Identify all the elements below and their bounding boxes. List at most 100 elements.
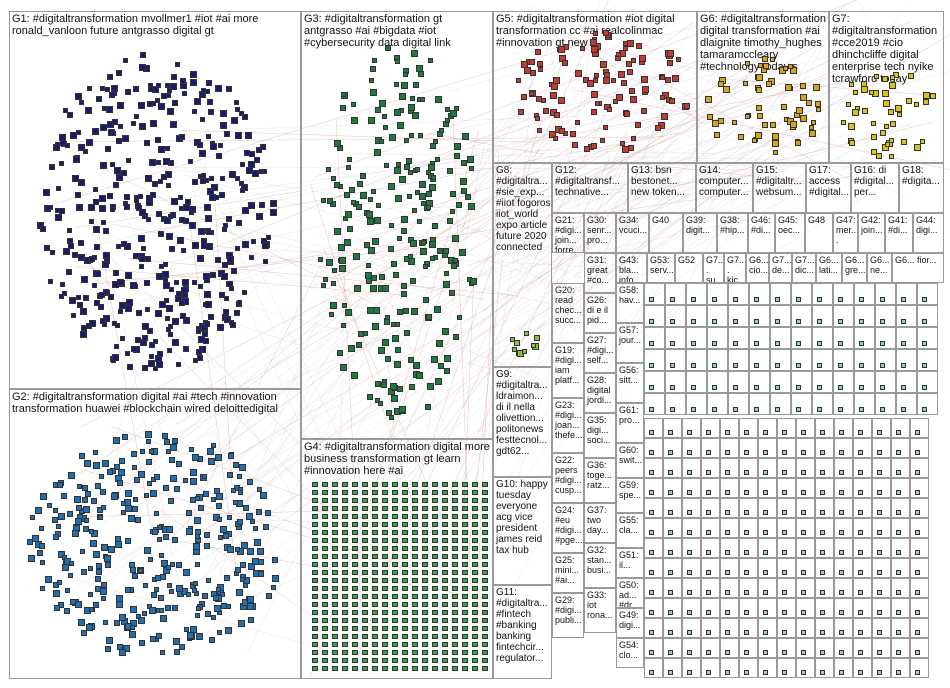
node — [169, 588, 175, 594]
node — [139, 208, 146, 216]
node — [763, 590, 768, 595]
mini-group-cell — [682, 418, 701, 438]
mini-group-cell — [834, 618, 853, 638]
node — [99, 588, 107, 596]
mini-group-cell — [834, 478, 853, 498]
node — [91, 498, 98, 505]
mini-group-cell — [663, 438, 682, 458]
group-label-g8: G8: #digitaltra... #sie_exp... #iiot fog… — [496, 165, 551, 253]
mini-group-cell — [796, 638, 815, 658]
node — [452, 594, 458, 599]
node — [919, 139, 925, 145]
node — [404, 330, 411, 337]
mini-group-cell — [791, 371, 812, 393]
node — [846, 101, 852, 107]
node — [877, 550, 882, 555]
group-label-g44: G44: digi... — [916, 215, 939, 235]
node — [357, 181, 364, 188]
node — [217, 143, 223, 149]
node — [382, 642, 388, 647]
node — [331, 175, 337, 181]
node — [342, 570, 348, 575]
node — [901, 319, 906, 324]
node — [70, 598, 77, 605]
node — [113, 463, 120, 470]
edge — [175, 44, 819, 425]
node — [113, 344, 119, 350]
node — [248, 201, 256, 209]
node — [838, 407, 843, 412]
edge — [101, 287, 375, 591]
node — [214, 454, 222, 462]
group-label-g26: G26: di e il pid... — [587, 295, 611, 325]
node — [178, 643, 185, 650]
node — [111, 131, 117, 137]
node — [615, 94, 623, 102]
node — [402, 578, 408, 583]
node — [395, 59, 401, 65]
node — [51, 517, 58, 524]
node — [896, 570, 901, 575]
group-panel-g20: G20: read chec... succ... — [552, 283, 584, 343]
node — [155, 310, 163, 318]
node — [39, 226, 46, 233]
mini-group-cell — [701, 638, 720, 658]
node — [375, 203, 381, 209]
node — [120, 500, 126, 506]
node — [82, 295, 89, 302]
node — [611, 78, 617, 84]
mini-group-cell — [686, 327, 707, 349]
node — [146, 439, 152, 445]
node — [168, 246, 175, 253]
node — [510, 337, 516, 343]
node — [262, 524, 269, 531]
group-label-g52: G52 — [678, 255, 696, 265]
node — [218, 535, 224, 541]
node — [733, 341, 738, 346]
mini-group-cell — [854, 371, 875, 393]
node — [858, 450, 863, 455]
node — [192, 588, 198, 594]
node — [347, 226, 354, 233]
mini-group-cell — [891, 578, 910, 598]
node — [322, 634, 328, 639]
mini-group-cell — [720, 458, 739, 478]
node — [178, 206, 184, 212]
mini-group-cell — [812, 371, 833, 393]
node — [820, 490, 825, 495]
node — [437, 362, 444, 369]
node — [100, 581, 107, 588]
node — [722, 86, 730, 94]
node — [432, 222, 439, 229]
node — [362, 482, 368, 487]
node — [422, 578, 428, 583]
edge — [805, 0, 911, 155]
node — [462, 530, 468, 535]
node — [95, 483, 102, 490]
group-label-g47: G47: mer... — [836, 215, 858, 245]
node — [732, 120, 738, 126]
node — [415, 189, 421, 195]
mini-group-cell — [686, 393, 707, 415]
node — [229, 322, 236, 329]
mini-group-cell — [891, 598, 910, 618]
node — [391, 335, 399, 343]
node — [340, 363, 348, 371]
node — [442, 602, 448, 607]
node — [322, 666, 328, 671]
edge — [722, 78, 927, 96]
mini-group-cell — [891, 478, 910, 498]
node — [432, 578, 438, 583]
group-panel-g56: G56: sitt... — [616, 363, 644, 403]
mini-group-cell — [663, 498, 682, 518]
node — [372, 514, 378, 519]
mini-group-cell — [777, 438, 796, 458]
group-label-g23: G23: #digi... joan... thefe... — [555, 400, 584, 440]
node — [372, 586, 378, 591]
edge — [561, 30, 850, 180]
edge — [552, 27, 704, 124]
node — [205, 79, 212, 86]
edge — [608, 103, 827, 189]
node — [725, 610, 730, 615]
